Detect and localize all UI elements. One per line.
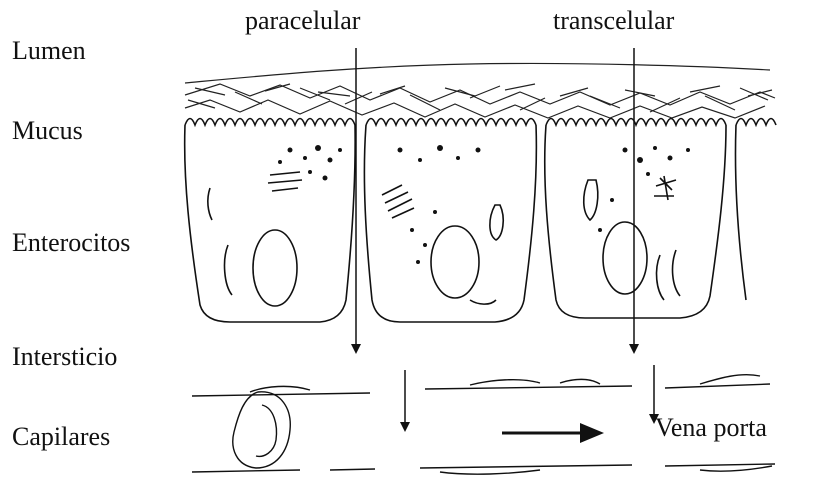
mucus-layer <box>185 63 775 118</box>
paracellular-route-label: paracelular <box>245 8 360 34</box>
lumen-label: Lumen <box>12 38 86 64</box>
enterocytes-label: Enterocitos <box>12 230 130 256</box>
enterocyte-cell-3 <box>545 119 726 319</box>
transcellular-arrow <box>634 48 654 420</box>
cell-3-granules <box>598 146 690 232</box>
capillaries-label: Capilares <box>12 424 110 450</box>
transcellular-route-label: transcelular <box>553 8 674 34</box>
red-blood-cell <box>233 392 290 468</box>
interstitium-label: Intersticio <box>12 344 117 370</box>
portal-vein-label: Vena porta <box>655 415 767 441</box>
enterocyte-cell-4-partial <box>735 119 776 301</box>
enterocyte-cell-2 <box>364 119 536 323</box>
cell-1-granules <box>278 145 342 181</box>
mucus-label: Mucus <box>12 118 83 144</box>
enterocyte-cell-1 <box>185 119 355 323</box>
cell-2-granules <box>398 145 481 264</box>
